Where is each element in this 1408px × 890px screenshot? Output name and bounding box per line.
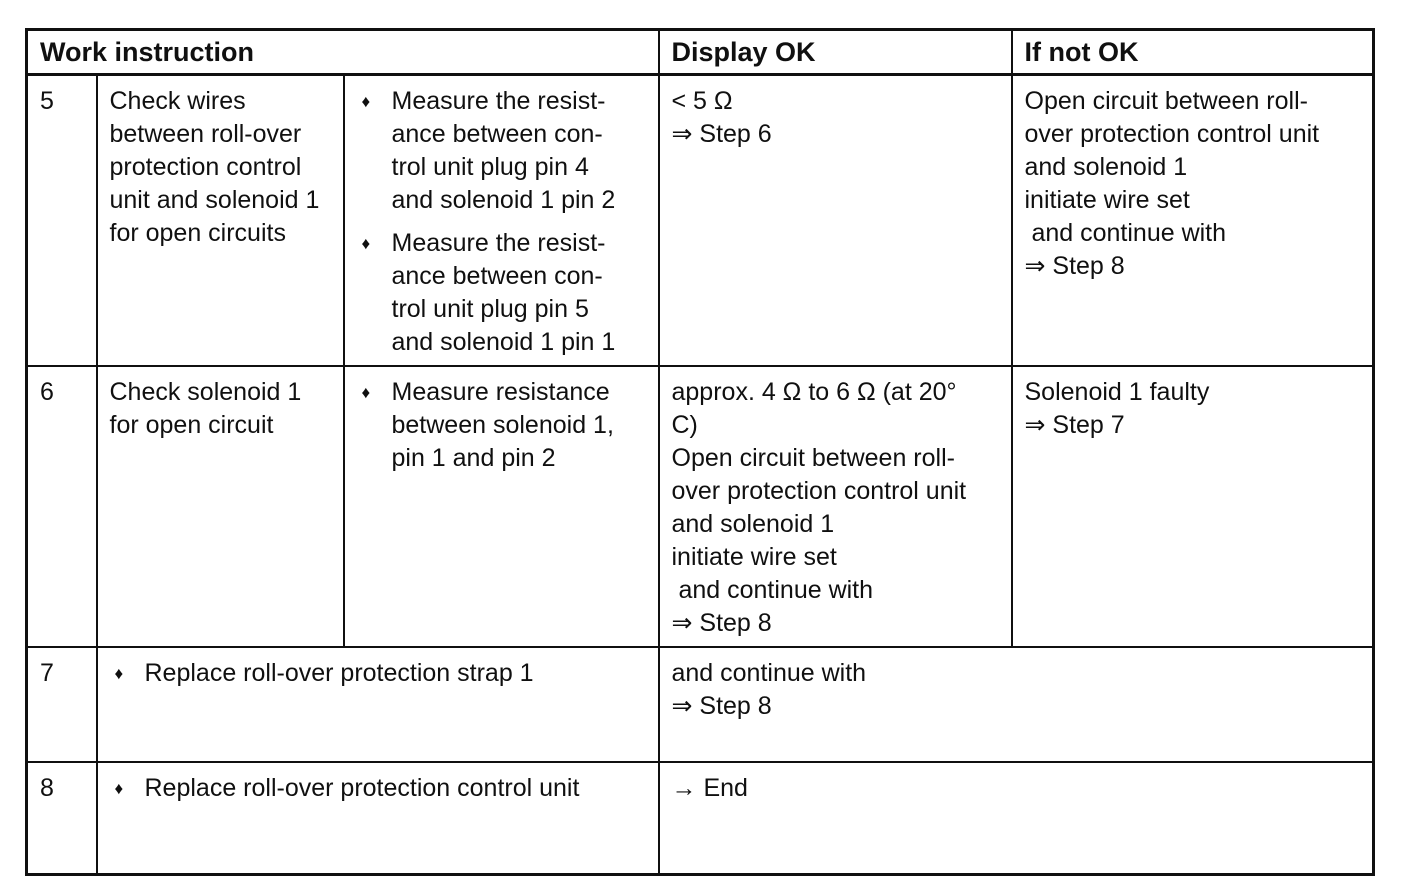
action-text: Replace roll-over protection strap 1 <box>144 659 534 687</box>
if-not-ok-cell: Open circuit between roll- over protecti… <box>1010 73 1375 367</box>
table-row-step-6: 6 Check solenoid 1 for open circuit ♦ Me… <box>25 365 1375 648</box>
if-not-ok-cell: Solenoid 1 faulty ⇒ Step 7 <box>1010 365 1375 648</box>
list-item: ♦ Replace roll-over protection strap 1 <box>110 657 652 690</box>
bullet-diamond-icon: ♦ <box>361 383 371 402</box>
header-row: Work instruction Display OK If not OK <box>25 28 1375 76</box>
bullet-diamond-icon: ♦ <box>361 234 371 253</box>
task-actions: ♦ Measure resistance between solenoid 1,… <box>342 365 660 648</box>
task-actions: ♦ Measure the resist- ance between con- … <box>342 73 660 367</box>
display-ok-cell: approx. 4 Ω to 6 Ω (at 20° C) Open circu… <box>657 365 1013 648</box>
step-number: 7 <box>25 646 98 763</box>
table-row-step-8: 8 ♦ Replace roll-over protection control… <box>25 761 1375 875</box>
table-row-step-5: 5 Check wires between roll-over protecti… <box>25 73 1375 367</box>
list-item: ♦ Replace roll-over protection control u… <box>110 772 652 805</box>
list-item: ♦ Measure the resist- ance between con- … <box>357 85 652 217</box>
header-display-ok: Display OK <box>657 28 1013 76</box>
list-item: ♦ Measure resistance between solenoid 1,… <box>357 376 652 475</box>
work-instruction-table: Work instruction Display OK If not OK 5 … <box>25 28 1375 876</box>
table-row-step-7: 7 ♦ Replace roll-over protection strap 1… <box>25 646 1375 763</box>
header-if-not-ok: If not OK <box>1010 28 1375 76</box>
action-text: Replace roll-over protection control uni… <box>144 774 580 802</box>
bullet-diamond-icon: ♦ <box>114 664 124 683</box>
result-cell: and continue with ⇒ Step 8 <box>657 646 1375 763</box>
task-description: Check wires between roll-over protection… <box>95 73 345 367</box>
task-actions: ♦ Replace roll-over protection control u… <box>95 761 660 875</box>
display-ok-cell: < 5 Ω ⇒ Step 6 <box>657 73 1013 367</box>
list-item: ♦ Measure the resist- ance between con- … <box>357 227 652 359</box>
task-actions: ♦ Replace roll-over protection strap 1 <box>95 646 660 763</box>
step-number: 8 <box>25 761 98 875</box>
action-text: Measure the resist- ance between con- tr… <box>391 87 616 214</box>
task-description: Check solenoid 1 for open circuit <box>95 365 345 648</box>
header-work-instruction: Work instruction <box>25 28 660 76</box>
result-cell: → End <box>657 761 1375 875</box>
action-text: Measure resistance between solenoid 1, p… <box>391 378 614 472</box>
bullet-diamond-icon: ♦ <box>114 779 124 798</box>
bullet-diamond-icon: ♦ <box>361 92 371 111</box>
action-text: Measure the resist- ance between con- tr… <box>391 229 616 356</box>
step-number: 5 <box>25 73 98 367</box>
step-number: 6 <box>25 365 98 648</box>
